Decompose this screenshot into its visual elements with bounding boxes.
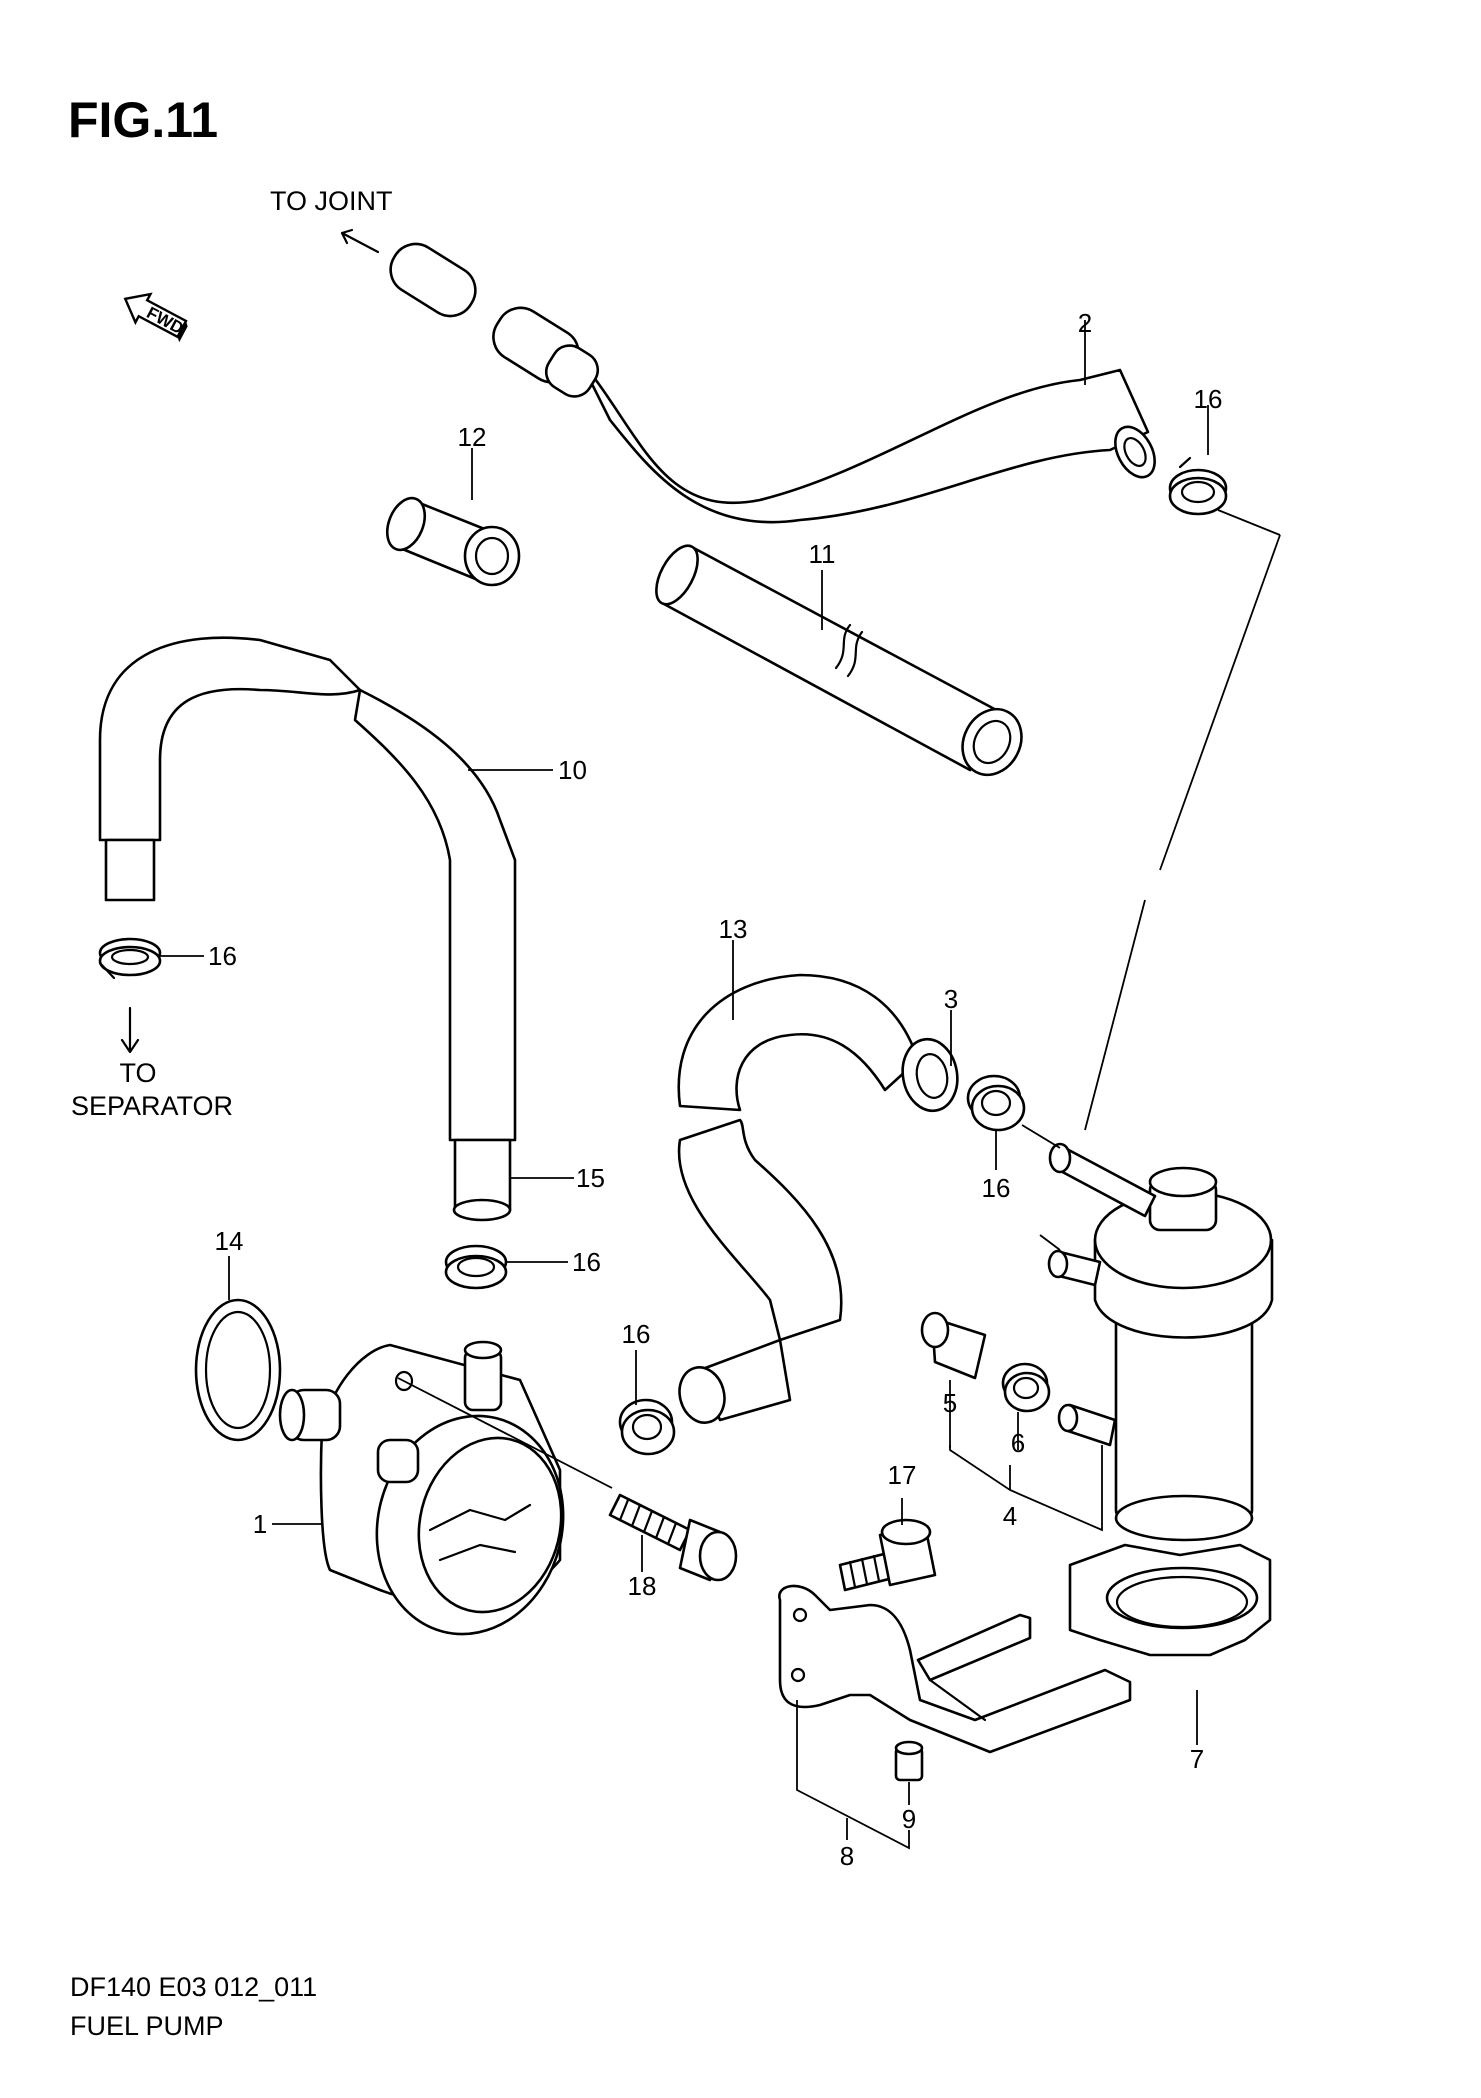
to-joint-arrow-icon xyxy=(340,228,380,254)
o-ring-14 xyxy=(194,1298,282,1442)
bracket-8 xyxy=(778,1584,1132,1754)
clamp-7 xyxy=(1068,1543,1272,1657)
clip-16-left xyxy=(98,937,162,980)
to-separator-note-2: SEPARATOR xyxy=(71,1091,233,1121)
fwd-arrow-icon: FWD xyxy=(123,292,188,343)
callout-6: 6 xyxy=(1011,1428,1025,1458)
callout-numbers: 2 16 12 11 10 16 13 3 16 15 14 16 16 5 6… xyxy=(208,308,1222,1871)
diagram-code: DF140 E03 012_011 xyxy=(70,1972,317,2002)
fwd-label: FWD xyxy=(144,303,187,338)
callout-8: 8 xyxy=(840,1841,854,1871)
callout-2: 2 xyxy=(1078,308,1092,338)
fuel-filter-4 xyxy=(1047,1142,1274,1542)
callout-16-lower: 16 xyxy=(622,1319,651,1349)
callout-12: 12 xyxy=(458,422,487,452)
clip-16-near-3 xyxy=(966,1074,1026,1132)
to-joint-note: TO JOINT xyxy=(270,186,393,216)
bolt-18 xyxy=(608,1493,738,1582)
bolt-17 xyxy=(838,1518,937,1592)
callout-15: 15 xyxy=(576,1163,605,1193)
figure-title: FIG.11 xyxy=(68,92,218,148)
hose-10 xyxy=(98,636,517,1222)
callout-11: 11 xyxy=(809,539,836,569)
callout-4: 4 xyxy=(1003,1501,1017,1531)
sleeve-12 xyxy=(385,496,521,587)
hose-13 xyxy=(677,973,959,1424)
callout-3: 3 xyxy=(944,984,958,1014)
callout-1: 1 xyxy=(253,1509,267,1539)
fuel-pump-1 xyxy=(278,1340,613,1636)
callout-16-upper: 16 xyxy=(1194,384,1223,414)
diagram-name: FUEL PUMP xyxy=(70,2011,224,2041)
callout-18: 18 xyxy=(628,1571,657,1601)
callout-16-filter: 16 xyxy=(982,1173,1011,1203)
clip-16-upper-right xyxy=(1168,456,1228,516)
callout-16-left: 16 xyxy=(208,941,237,971)
to-separator-arrow-icon xyxy=(120,1006,140,1054)
hose-11 xyxy=(655,544,1023,777)
clip-16-lower xyxy=(618,1398,676,1456)
callout-10: 10 xyxy=(558,755,587,785)
callout-9: 9 xyxy=(902,1804,916,1834)
callout-17: 17 xyxy=(888,1460,917,1490)
callout-5: 5 xyxy=(943,1388,957,1418)
hose-2 xyxy=(389,242,1156,524)
leader-lines xyxy=(160,320,1281,1850)
spacer-9 xyxy=(894,1740,924,1782)
callout-13: 13 xyxy=(719,914,748,944)
callout-16-center: 16 xyxy=(572,1247,601,1277)
clip-16-center xyxy=(444,1244,508,1290)
callout-7: 7 xyxy=(1190,1744,1204,1774)
connector-5 xyxy=(920,1311,987,1380)
callout-14: 14 xyxy=(215,1226,244,1256)
to-separator-note-1: TO xyxy=(119,1058,156,1088)
clip-6 xyxy=(1001,1362,1051,1413)
